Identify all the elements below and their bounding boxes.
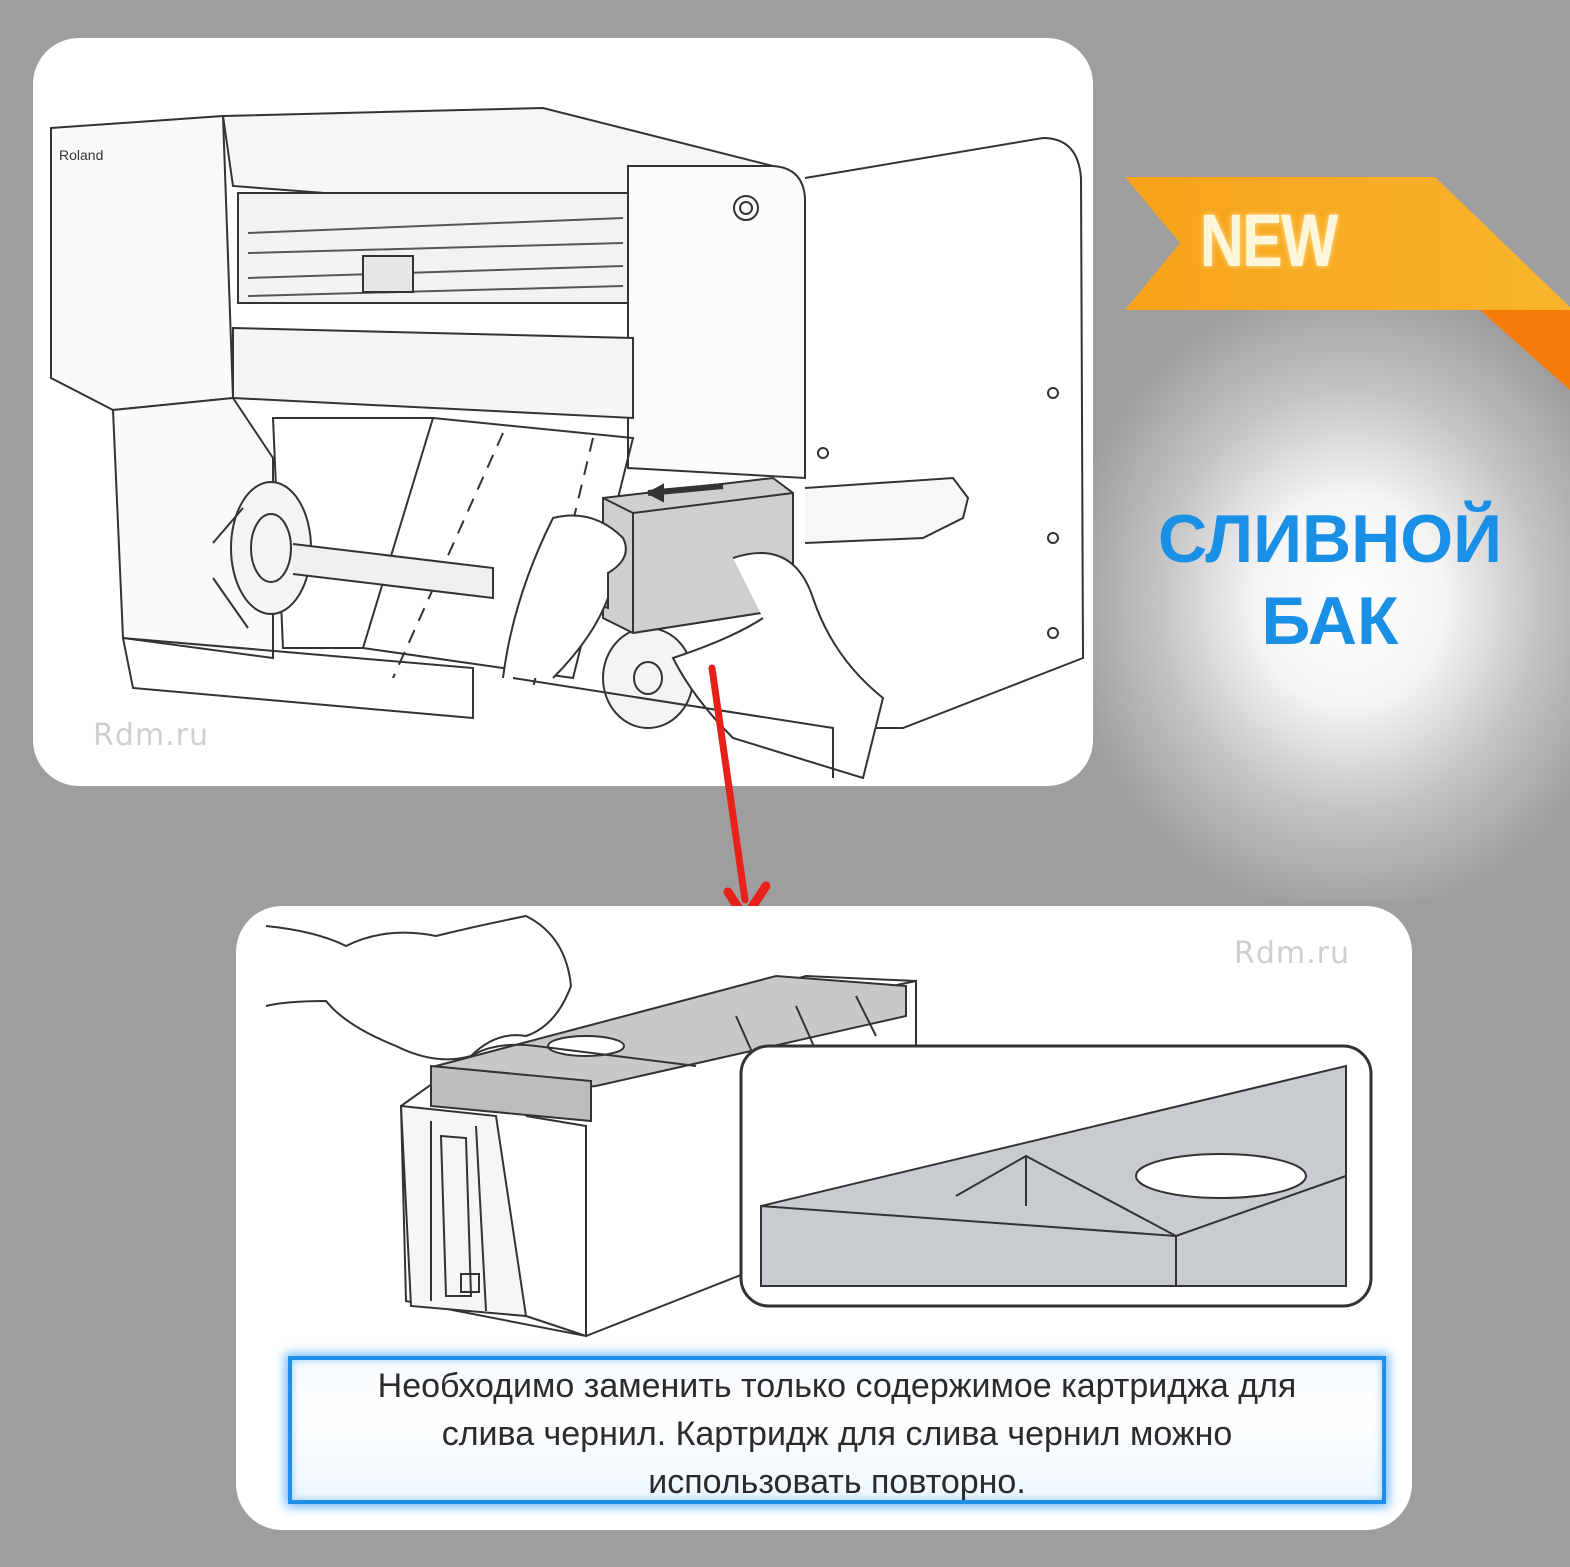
notice-line-1: Необходимо заменить только содержимое ка… [377,1367,1297,1405]
red-arrow [708,664,771,923]
brand-logo: Roland [59,147,103,163]
title-line-1: СЛИВНОЙ [1158,501,1502,577]
notice-line-3: использовать повторно. [648,1463,1026,1501]
new-label: NEW [1200,199,1338,282]
cartridge-illustration-panel: Rdm.ru [236,906,1412,1530]
watermark: Rdm.ru [1234,936,1350,971]
title-line-2: БАК [1261,583,1399,659]
background-glow [1080,300,1570,900]
watermark: Rdm.ru [93,718,209,753]
new-ribbon [1125,177,1570,390]
notice-line-2: слива чернил. Картридж для слива чернил … [441,1415,1233,1453]
printer-drawing: Roland [50,106,1085,780]
printer-illustration-panel: Roland Rdm.ru [33,38,1093,786]
cartridge-drawing [265,914,1373,1338]
page-title: СЛИВНОЙ БАК [1120,498,1540,662]
notice-box: Необходимо заменить только содержимое ка… [288,1356,1386,1504]
